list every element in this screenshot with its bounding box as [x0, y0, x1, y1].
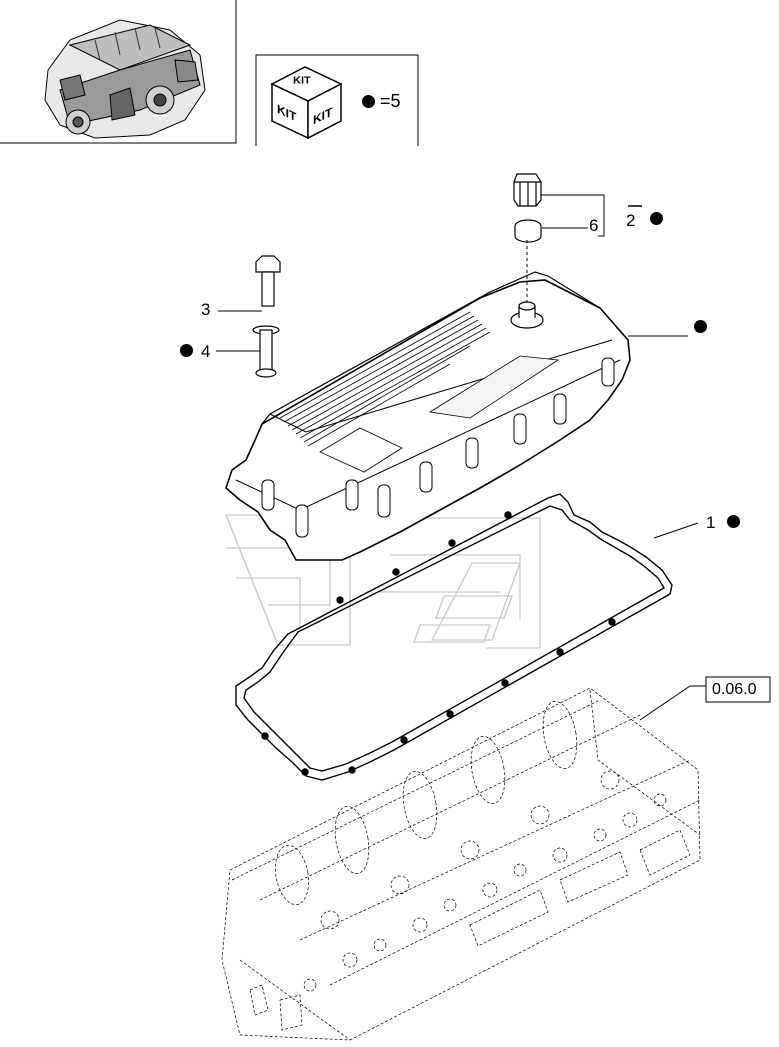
bolt-3	[255, 255, 281, 307]
oil-filler-neck	[510, 301, 544, 329]
valve-cover	[225, 271, 631, 561]
seal-ring	[514, 219, 542, 243]
kit-cube-top-label: KIT	[293, 75, 311, 87]
callout-1-dot	[727, 515, 740, 528]
callout-3: 3	[201, 300, 211, 319]
bolt-4	[252, 325, 280, 378]
cylinder-head	[221, 687, 701, 1041]
callout-4-dot	[180, 344, 193, 357]
header-frames	[0, 0, 419, 146]
reference-box-frame	[705, 676, 771, 703]
kit-marker-dot	[362, 95, 375, 108]
valve-cover-bolt-bosses	[261, 357, 615, 538]
callout-4: 4	[201, 342, 211, 361]
callout-1: 1	[706, 513, 716, 532]
callout-2-dot	[650, 212, 663, 225]
reference-label[interactable]: 0.06.0	[712, 681, 757, 698]
valve-cover-ribs	[279, 311, 560, 473]
valve-cover-dot	[694, 320, 707, 333]
gasket	[235, 493, 673, 781]
callout-6: 6	[589, 216, 599, 235]
filler-cap	[513, 173, 542, 207]
watermark-logo	[225, 514, 541, 649]
kit-equals-label: =5	[380, 91, 401, 111]
kit-cube-icon	[270, 66, 343, 140]
callout-2: 2	[626, 211, 636, 230]
engine-thumbnail	[44, 19, 206, 139]
leader-lines	[216, 194, 706, 721]
